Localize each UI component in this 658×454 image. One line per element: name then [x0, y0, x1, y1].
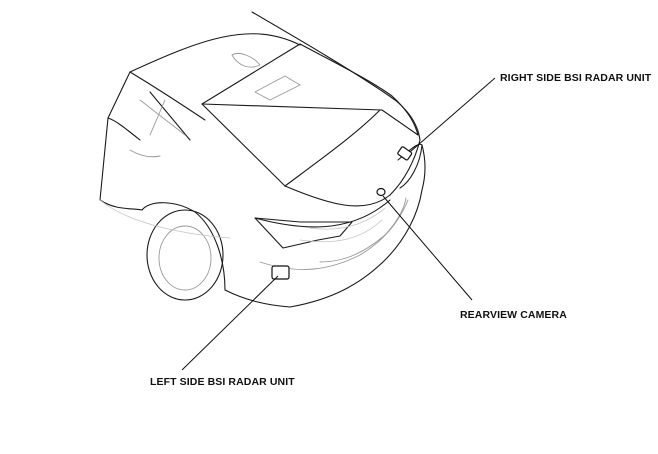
rear-camera-leader-line [382, 195, 473, 301]
rearview-camera [376, 187, 386, 197]
left-bsi-radar-label: LEFT SIDE BSI RADAR UNIT [150, 376, 295, 388]
left-bsi-radar-unit [271, 265, 290, 280]
left-bsi-leader-line [181, 275, 279, 371]
vehicle-body-outline [99, 11, 426, 308]
right-bsi-radar-unit [397, 146, 413, 161]
right-bsi-radar-label: RIGHT SIDE BSI RADAR UNIT [500, 72, 652, 84]
rearview-camera-label: REARVIEW CAMERA [460, 309, 567, 321]
right-bsi-leader-line [409, 77, 496, 153]
